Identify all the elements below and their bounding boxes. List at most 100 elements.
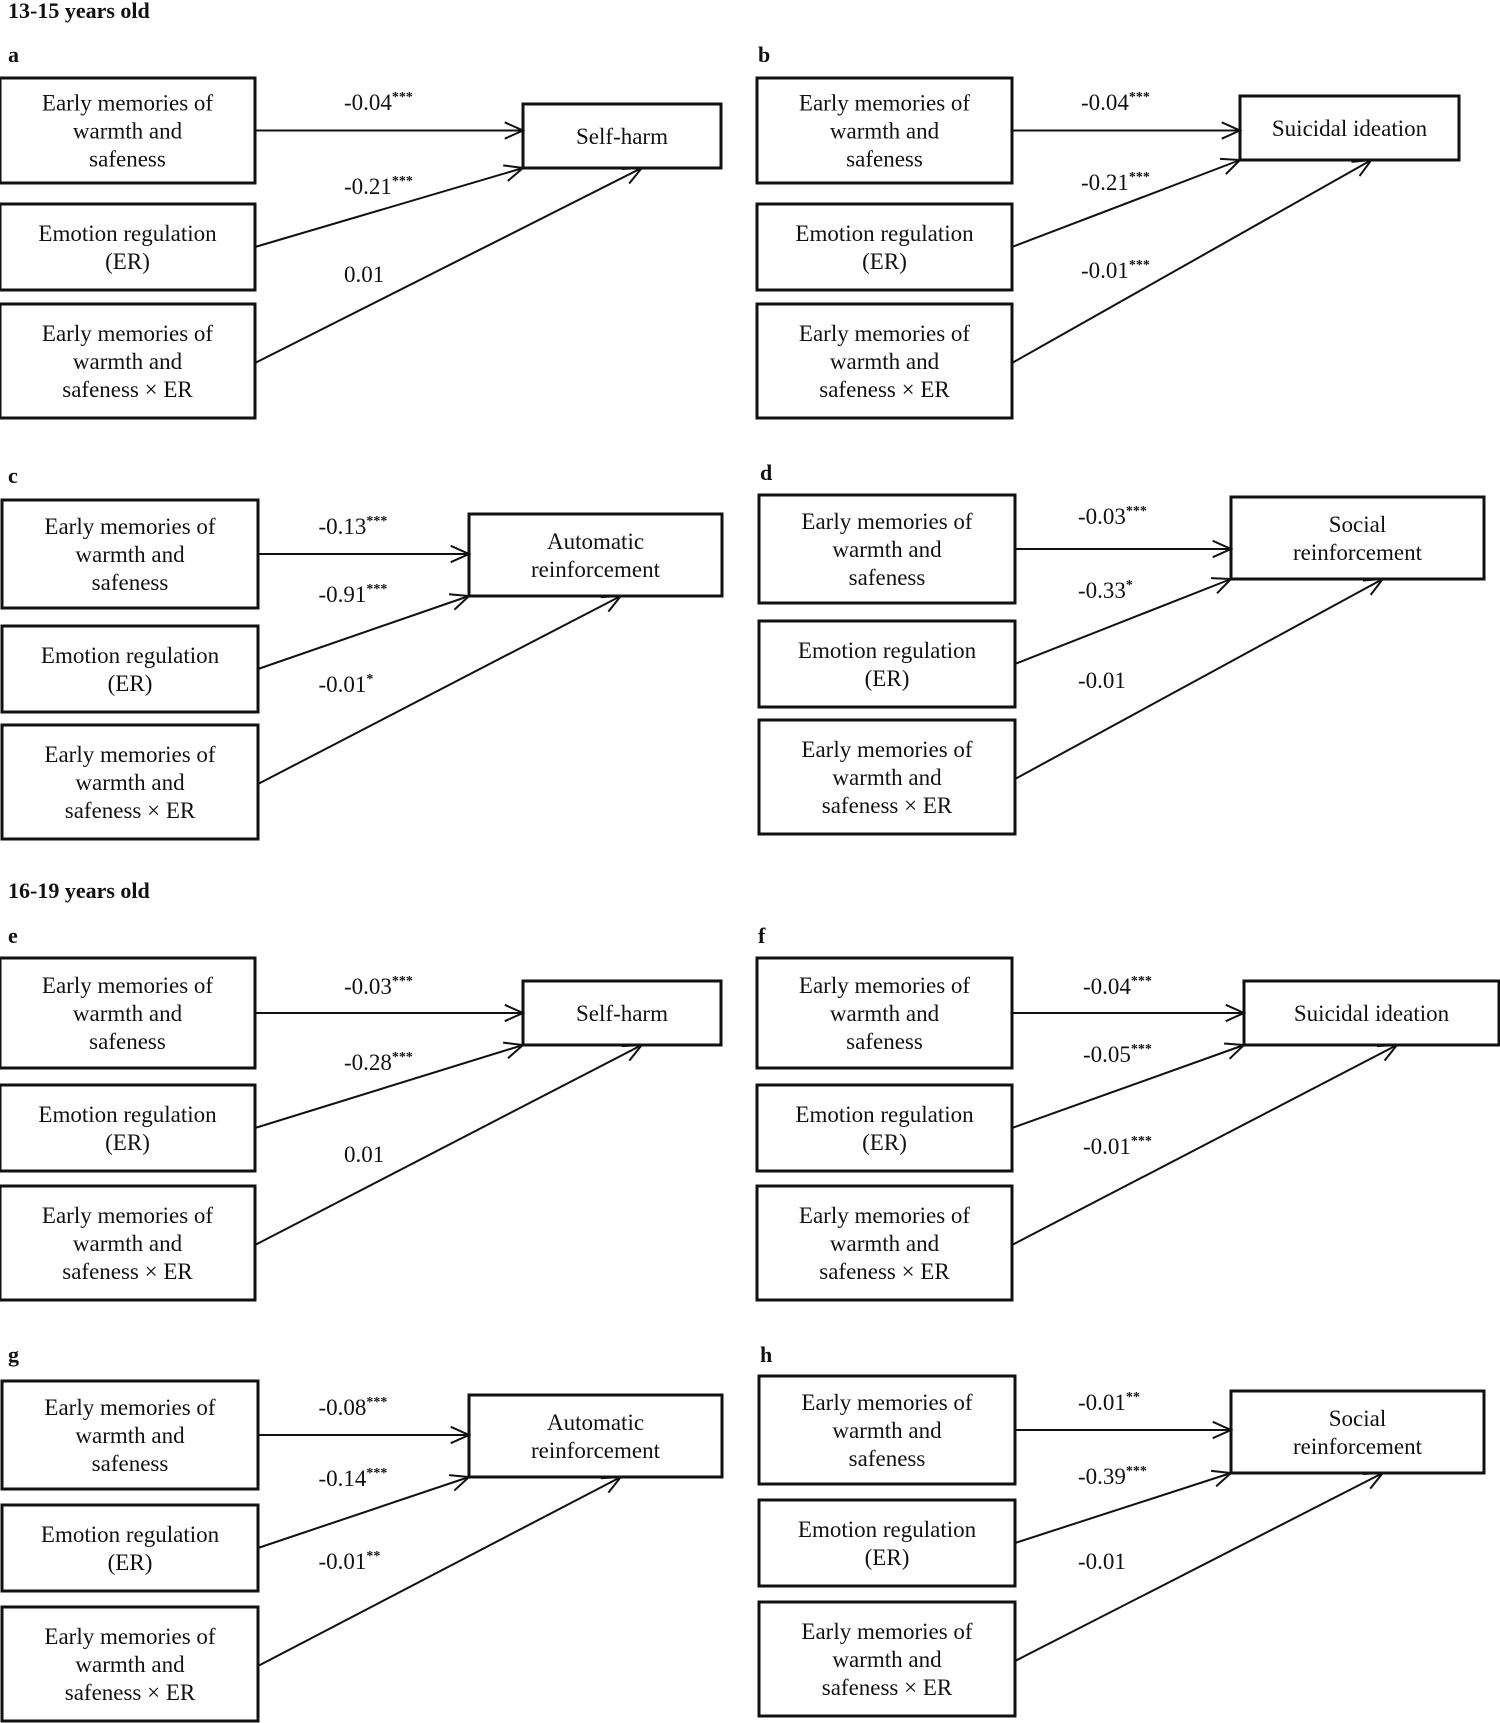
predictor-label-line: (ER) [865,666,910,691]
predictor-label-line: safeness × ER [65,798,196,823]
significance-stars: *** [1131,974,1152,989]
path-arrow [1011,159,1241,248]
path-coefficient: -0.13*** [319,514,388,539]
outcome-box [521,102,723,170]
predictor-label-line: warmth and [832,1418,942,1443]
arrowhead [1221,121,1243,140]
significance-stars: *** [1126,504,1147,519]
predictor-box [0,1503,260,1593]
path-coefficient: -0.21*** [344,174,413,199]
predictor-box [0,1605,260,1723]
predictor-label-line: Emotion regulation [798,1517,977,1542]
panel-label-h: h [760,1342,772,1367]
panel-label-e: e [8,923,18,948]
path-arrow [1011,1044,1245,1129]
predictor-box [0,723,260,841]
predictor-box [0,1083,257,1173]
significance-stars: *** [1129,170,1150,185]
predictor-box [755,1083,1014,1173]
path-arrow [1014,578,1232,665]
predictor-label-line: safeness [92,1451,169,1476]
predictor-label-line: warmth and [830,1001,940,1026]
predictor-label-line: Early memories of [799,1203,971,1228]
predictor-label-line: warmth and [75,770,185,795]
predictor-label-line: Early memories of [801,1390,973,1415]
path-arrow [1014,1472,1232,1544]
predictor-label: Emotion regulation(ER) [795,221,974,274]
predictor-box [0,956,257,1070]
arrowhead [1211,1469,1234,1488]
path-coefficient: -0.14*** [319,1466,388,1491]
significance-stars: *** [392,90,413,105]
predictor-box [757,1600,1017,1718]
significance-stars: *** [1129,258,1150,273]
outcome-label: Self-harm [576,124,668,149]
arrowhead [503,1041,526,1059]
predictor-label-line: (ER) [108,1550,153,1575]
coefficient-value: -0.01 [1078,668,1126,693]
predictor-label: Emotion regulation(ER) [795,1102,974,1155]
significance-stars: *** [1131,1042,1152,1057]
arrowhead [450,544,472,564]
predictor-box [0,302,257,420]
path-arrow [254,1044,643,1246]
arrowhead [450,1425,472,1445]
outcome-label-line: reinforcement [531,557,661,582]
outcome-label-line: Social [1329,1406,1387,1431]
outcome-box [521,979,723,1047]
path-coefficient: -0.01** [1078,1390,1140,1415]
predictor-label-line: Early memories of [44,514,216,539]
outcome-label: Social reinforcement [1293,1406,1423,1459]
arrowhead [1219,157,1243,175]
predictor-label: Emotion regulation(ER) [41,1522,220,1575]
panel-label-a: a [8,42,19,67]
predictor-box [755,202,1014,292]
significance-stars: * [1126,578,1133,593]
group-heading-13-15: 13-15 years old [8,0,150,23]
predictor-label-line: Early memories of [801,1619,973,1644]
coefficient-value: -0.13 [319,514,367,539]
predictor-label-line: warmth and [830,349,940,374]
predictor-box [0,1379,260,1491]
path-coefficient: -0.01*** [1081,258,1150,283]
path-coefficient: -0.01*** [1083,1134,1152,1159]
coefficient-value: -0.03 [1078,504,1126,529]
predictor-label-line: warmth and [73,119,183,144]
coefficient-value: -0.91 [319,582,367,607]
significance-stars: *** [366,582,387,597]
predictor-label-line: warmth and [832,765,942,790]
predictor-label-line: (ER) [105,249,150,274]
predictor-label-line: Early memories of [42,91,214,116]
predictor-label-line: Early memories of [42,973,214,998]
arrowhead [621,1043,644,1062]
significance-stars: *** [1129,90,1150,105]
path-coefficient: -0.01* [319,672,374,697]
arrowhead [448,1474,472,1492]
panel-label-f: f [758,923,766,948]
outcome-box [1229,1389,1486,1475]
coefficient-value: 0.01 [344,262,384,287]
arrowhead [503,164,526,182]
outcome-label-line: reinforcement [1293,1434,1423,1459]
predictor-label-line: Early memories of [44,1395,216,1420]
path-arrow [254,1044,524,1129]
predictor-label-line: Early memories of [44,1624,216,1649]
predictor-label: Emotion regulation(ER) [41,643,220,696]
predictor-box [0,1184,257,1302]
predictor-label-line: Emotion regulation [41,643,220,668]
predictor-label-line: warmth and [75,542,185,567]
predictor-label-line: safeness [89,1029,166,1054]
